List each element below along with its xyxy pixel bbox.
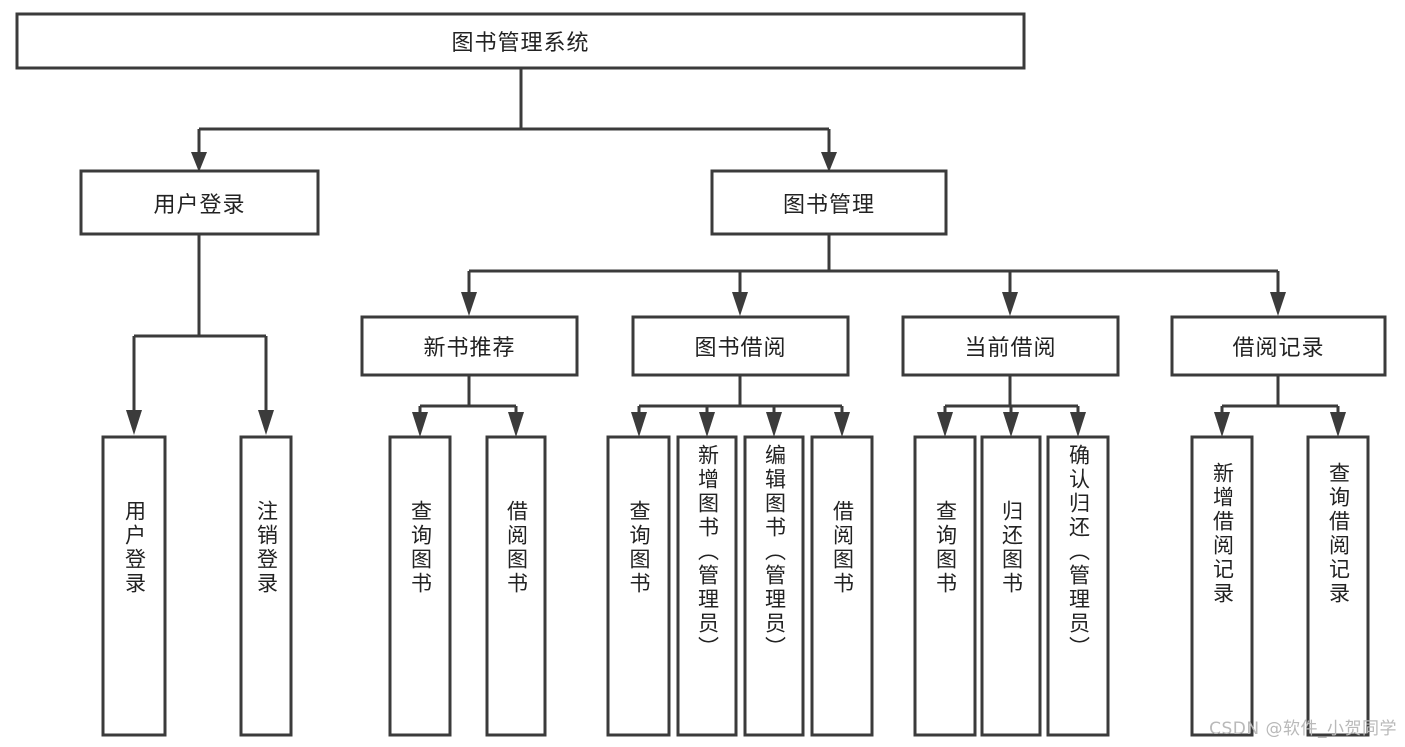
arrowhead-book-borrow-leaf-2 [699,412,715,437]
arrowhead-book-borrow [732,292,748,316]
node-user-login[interactable] [79,169,320,236]
arrowhead-book-management [821,152,837,172]
arrowhead-current-borrow-leaf-3 [1070,412,1086,437]
node-leaf-new-book-2[interactable] [485,435,547,737]
node-leaf-current-borrow-3[interactable] [1046,435,1110,737]
node-new-book-recommend[interactable] [360,315,579,377]
arrowhead-user-login-leaf-1 [126,410,142,435]
node-book-management[interactable] [710,169,948,236]
node-current-borrow[interactable] [901,315,1120,377]
arrowhead-current-borrow-leaf-2 [1003,412,1019,437]
node-leaf-book-borrow-3[interactable] [743,435,805,737]
arrowhead-user-login-leaf-2 [258,410,274,435]
watermark-text: CSDN @软件_小贺同学 [1209,719,1397,739]
node-leaf-user-login-2[interactable] [239,435,293,737]
node-root-book-management-system[interactable] [15,12,1026,70]
node-leaf-current-borrow-1[interactable] [913,435,977,737]
node-leaf-user-login-1[interactable] [101,435,167,737]
arrowhead-book-borrow-leaf-4 [834,412,850,437]
arrowhead-new-book-recommend [461,292,477,316]
arrowhead-borrow-record-leaf-1 [1214,412,1230,437]
node-leaf-borrow-record-1[interactable] [1190,435,1254,737]
node-leaf-current-borrow-2[interactable] [980,435,1042,737]
arrowhead-current-borrow [1002,292,1018,316]
node-leaf-book-borrow-4[interactable] [810,435,874,737]
node-leaf-borrow-record-2[interactable] [1306,435,1370,737]
arrowhead-new-book-leaf-1 [412,412,428,437]
arrowhead-new-book-leaf-2 [508,412,524,437]
node-book-borrow[interactable] [631,315,850,377]
node-leaf-book-borrow-2[interactable] [676,435,738,737]
node-leaf-book-borrow-1[interactable] [606,435,671,737]
node-borrow-record[interactable] [1170,315,1387,377]
arrowhead-user-login [191,152,207,172]
arrowhead-book-borrow-leaf-1 [631,412,647,437]
arrowhead-current-borrow-leaf-1 [937,412,953,437]
arrowhead-borrow-record [1270,292,1286,316]
arrowhead-book-borrow-leaf-3 [766,412,782,437]
arrowhead-borrow-record-leaf-2 [1330,412,1346,437]
node-leaf-new-book-1[interactable] [388,435,452,737]
